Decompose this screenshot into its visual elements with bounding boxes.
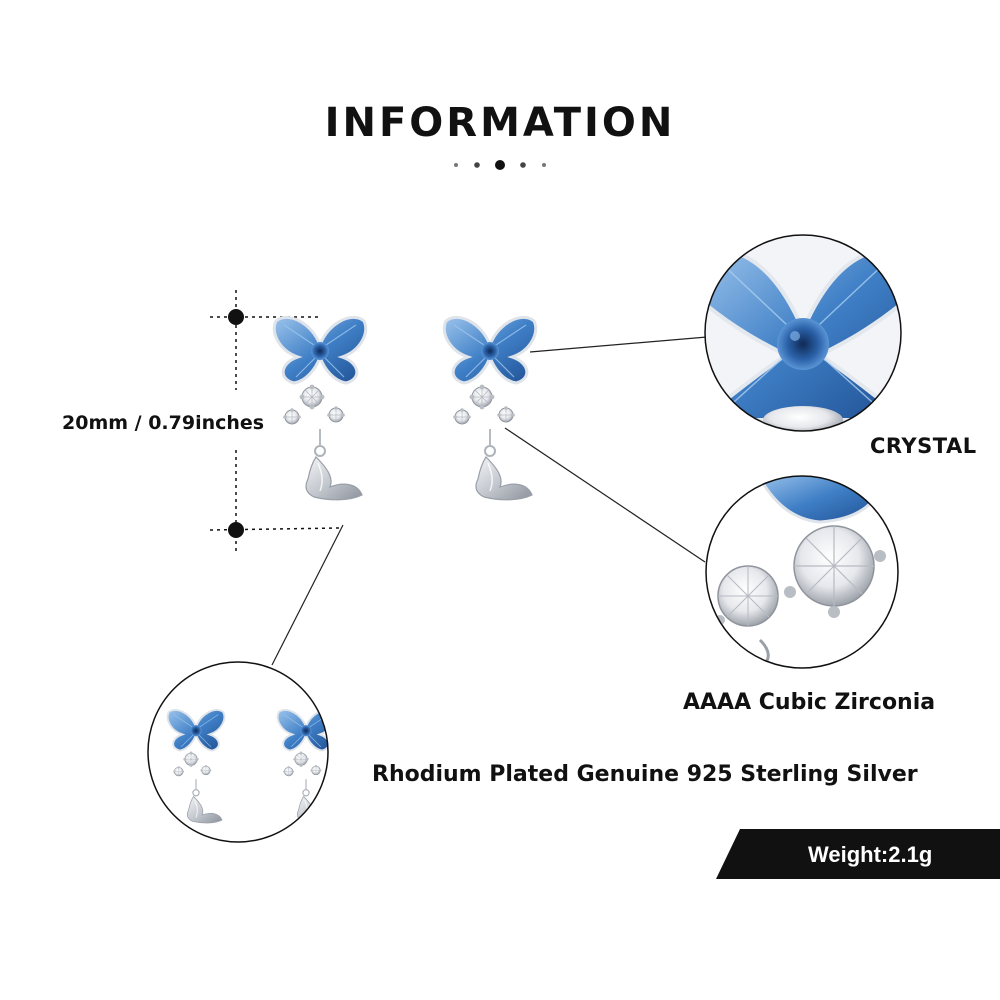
crystal-label: CRYSTAL [870, 434, 977, 458]
zirconia-label: AAAA Cubic Zirconia [683, 690, 936, 715]
silver-connector-line [271, 524, 344, 666]
crystal-connector-line [529, 336, 708, 353]
zirconia-zoom-circle [705, 475, 899, 669]
title-dot-divider [454, 160, 546, 170]
silver-zoom-circle [147, 661, 329, 843]
crystal-zoom-circle [704, 234, 902, 432]
silver-label: Rhodium Plated Genuine 925 Sterling Silv… [372, 762, 918, 787]
weight-badge: Weight:2.1g [808, 842, 933, 867]
weight-badge-shape [716, 829, 1000, 879]
dimension-label: 20mm / 0.79inches [62, 412, 265, 434]
dimension-marker [209, 290, 341, 555]
earring-left [274, 317, 365, 499]
page-title: INFORMATION [324, 100, 676, 146]
zirconia-connector-line [504, 427, 706, 563]
earring-right [444, 317, 535, 499]
